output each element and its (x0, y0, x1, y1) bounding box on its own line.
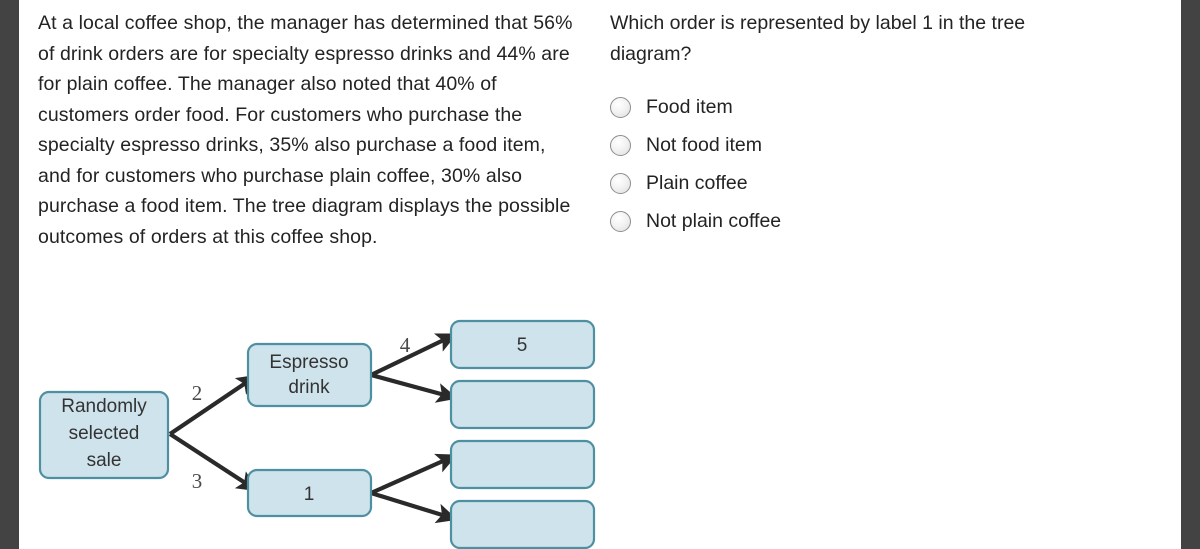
tree-node-root: Randomly selected sale (38, 390, 170, 480)
branch-label-2: 2 (192, 381, 203, 405)
tree-node-outcome-3 (449, 439, 596, 490)
answer-choice-not-plain-coffee[interactable]: Not plain coffee (610, 202, 1130, 240)
tree-node-outcome-4 (449, 499, 596, 549)
branch-label-4: 4 (400, 333, 411, 357)
answer-choice-label: Not plain coffee (646, 210, 782, 232)
answer-choice-not-food-item[interactable]: Not food item (610, 126, 1130, 164)
tree-node-label-1: 1 (246, 468, 373, 518)
tree-node-root-line3: sale (87, 450, 122, 471)
tree-node-espresso: Espresso drink (246, 342, 373, 408)
tree-node-root-line1: Randomly (61, 396, 147, 417)
radio-button-icon[interactable] (610, 172, 631, 194)
branch-node1-to-box3 (370, 453, 458, 495)
branch-label-3: 3 (192, 469, 203, 493)
answer-choice-label: Plain coffee (646, 172, 748, 194)
answer-choice-list: Food item Not food item Plain coffee Not… (610, 88, 1130, 240)
tree-diagram: Randomly selected sale Espresso drink 1 … (19, 300, 619, 549)
answer-choice-label: Not food item (646, 134, 762, 156)
tree-node-espresso-line2: drink (288, 377, 330, 398)
problem-stem-text: At a local coffee shop, the manager has … (38, 12, 573, 248)
tree-node-outcome-2 (449, 379, 596, 430)
question-text: Which order is represented by label 1 in… (610, 12, 1026, 65)
radio-button-icon[interactable] (610, 134, 631, 156)
branch-espresso-to-box2 (370, 372, 458, 403)
branch-node1-to-box4 (370, 490, 458, 524)
right-frame-strip (1181, 0, 1200, 549)
branch-root-to-espresso (168, 374, 258, 436)
radio-button-icon[interactable] (610, 96, 631, 118)
tree-node-outcome-1: 5 (449, 319, 596, 370)
branch-espresso-to-box1 (370, 333, 458, 377)
answer-choice-label: Food item (646, 96, 733, 118)
answer-choice-plain-coffee[interactable]: Plain coffee (610, 164, 1130, 202)
tree-node-label-1-text: 1 (304, 484, 315, 505)
tree-node-espresso-line1: Espresso (269, 352, 348, 373)
left-frame-strip (0, 0, 19, 549)
answer-choice-food-item[interactable]: Food item (610, 88, 1130, 126)
tree-node-outcome-1-text: 5 (517, 335, 528, 356)
tree-node-root-line2: selected (69, 423, 140, 444)
branch-root-to-node1 (168, 432, 258, 492)
radio-button-icon[interactable] (610, 210, 631, 232)
page-content: At a local coffee shop, the manager has … (19, 0, 1181, 549)
